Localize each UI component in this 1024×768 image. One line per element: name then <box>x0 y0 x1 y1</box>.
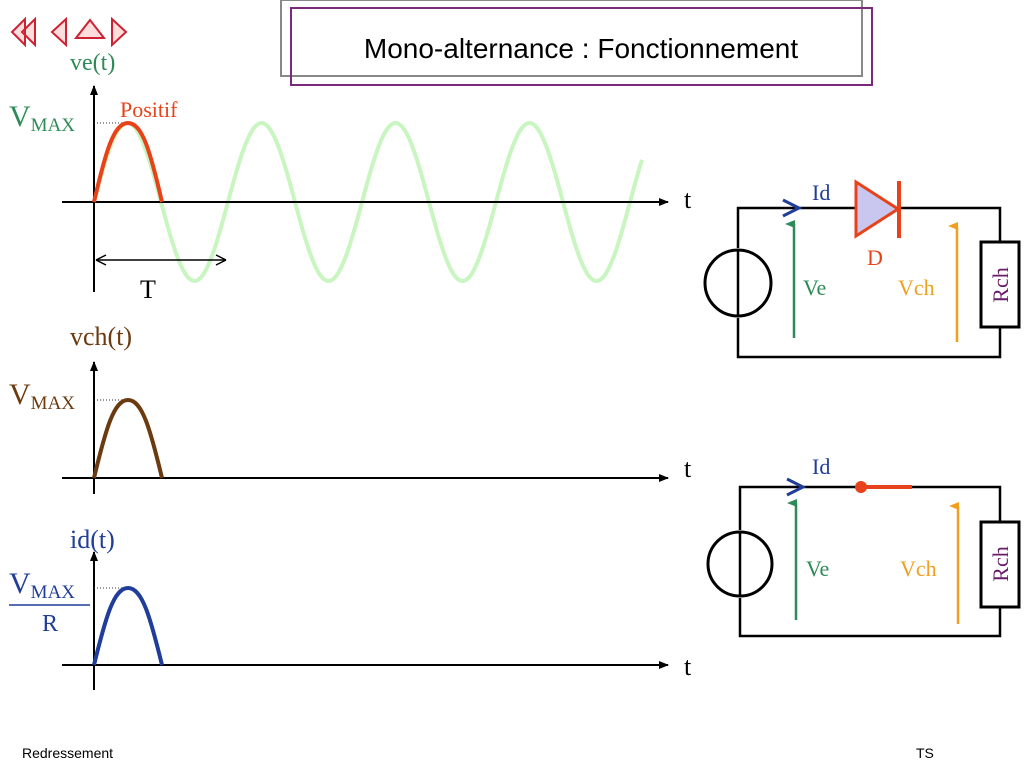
vch-graph-label: vch(t) <box>70 322 132 351</box>
vch-label: Vch <box>900 556 937 581</box>
vch-half-wave <box>92 397 164 479</box>
rch-label: Rch <box>988 546 1013 581</box>
next-icon[interactable] <box>111 16 128 48</box>
vch-vmax-label: VMAX <box>9 378 75 414</box>
wire-top-left-2 <box>738 485 860 530</box>
ve-positive-half <box>92 120 164 203</box>
title-box: Mono-alternance : Fonctionnement <box>280 0 873 86</box>
voltage-source-icon <box>706 530 774 598</box>
graph-ve: ve(t) VMAX Positif t T <box>9 50 692 304</box>
footer-right: TS <box>916 745 934 761</box>
vch-t-label: t <box>684 454 692 483</box>
nav-bar <box>10 16 128 48</box>
vch-label: Vch <box>898 275 935 300</box>
id-half-wave <box>92 585 164 666</box>
ve-graph-label: ve(t) <box>70 50 115 76</box>
graph-id: id(t) VMAX R t <box>9 525 692 690</box>
closed-switch-icon <box>855 481 912 493</box>
ve-sine-curve <box>92 120 644 284</box>
ve-t-label: t <box>684 185 692 214</box>
first-icon[interactable] <box>10 16 36 48</box>
ve-label: Ve <box>806 556 829 581</box>
footer-left: Redressement <box>22 745 113 761</box>
ve-positive-label: Positif <box>120 97 178 122</box>
wire-top-left <box>736 206 855 248</box>
ve-vmax-label: VMAX <box>9 100 75 136</box>
page-title: Mono-alternance : Fonctionnement <box>364 33 798 64</box>
id-graph-label: id(t) <box>70 525 115 554</box>
previous-icon[interactable] <box>50 16 67 48</box>
current-arrow-icon <box>782 198 803 218</box>
home-icon[interactable] <box>73 18 107 39</box>
circuit-with-switch: Id Ve Vch Rch <box>706 454 1021 638</box>
id-label: Id <box>812 454 830 479</box>
wire-bottom <box>736 318 1002 359</box>
period-label: T <box>140 275 156 304</box>
current-arrow-icon <box>786 477 807 497</box>
resistor-icon <box>979 520 1021 609</box>
id-t-label: t <box>684 652 692 681</box>
circuit-with-diode: Id D Ve Vch Rch <box>703 179 1021 359</box>
voltage-source-icon <box>703 248 773 318</box>
diode-label: D <box>867 245 883 270</box>
id-vmax-label: VMAX <box>9 567 75 603</box>
diode-icon <box>854 179 901 239</box>
ve-label: Ve <box>803 275 826 300</box>
graph-vch: vch(t) VMAX t <box>9 322 692 494</box>
id-label: Id <box>812 180 830 205</box>
wire-top-right <box>900 206 1002 242</box>
id-denominator-label: R <box>42 611 58 637</box>
wire-top-right-2 <box>912 485 1002 522</box>
wire-bottom-2 <box>738 598 1002 638</box>
rch-label: Rch <box>988 267 1013 302</box>
resistor-icon <box>979 240 1021 329</box>
